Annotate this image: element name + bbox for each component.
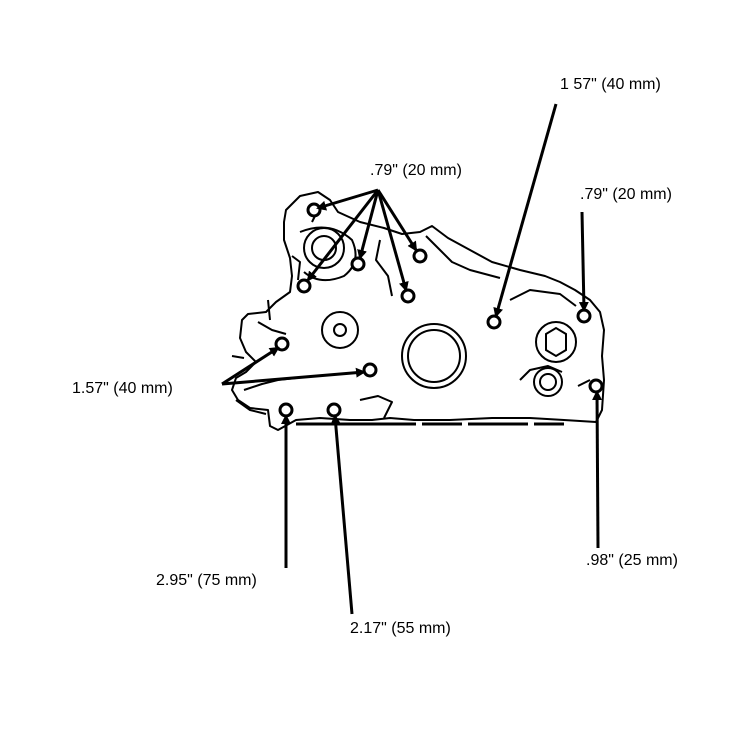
label-bottom-right: .98" (25 mm) bbox=[586, 552, 678, 569]
label-bottom-center: 2.17" (55 mm) bbox=[350, 620, 451, 637]
label-bottom-left: 2.95" (75 mm) bbox=[156, 572, 257, 589]
bolt-hole bbox=[278, 402, 294, 418]
bolt-hole bbox=[362, 362, 378, 378]
bolt-hole bbox=[486, 314, 502, 330]
bolt-hole bbox=[576, 308, 592, 324]
label-left-mid: 1.57" (40 mm) bbox=[72, 380, 173, 397]
bolt-holes bbox=[274, 202, 604, 418]
bolt-hole bbox=[588, 378, 604, 394]
bolt-hole bbox=[412, 248, 428, 264]
bolt-hole bbox=[350, 256, 366, 272]
label-right-mid: .79" (20 mm) bbox=[580, 186, 672, 203]
label-top-center: .79" (20 mm) bbox=[370, 162, 462, 179]
bolt-hole bbox=[400, 288, 416, 304]
label-top-right: 1 57" (40 mm) bbox=[560, 76, 661, 93]
pump-housing bbox=[231, 191, 605, 431]
bolt-hole bbox=[296, 278, 312, 294]
bolt-hole bbox=[306, 202, 322, 218]
bolt-hole bbox=[326, 402, 342, 418]
rotor-bore bbox=[303, 227, 577, 397]
leader-arrows bbox=[221, 103, 603, 615]
